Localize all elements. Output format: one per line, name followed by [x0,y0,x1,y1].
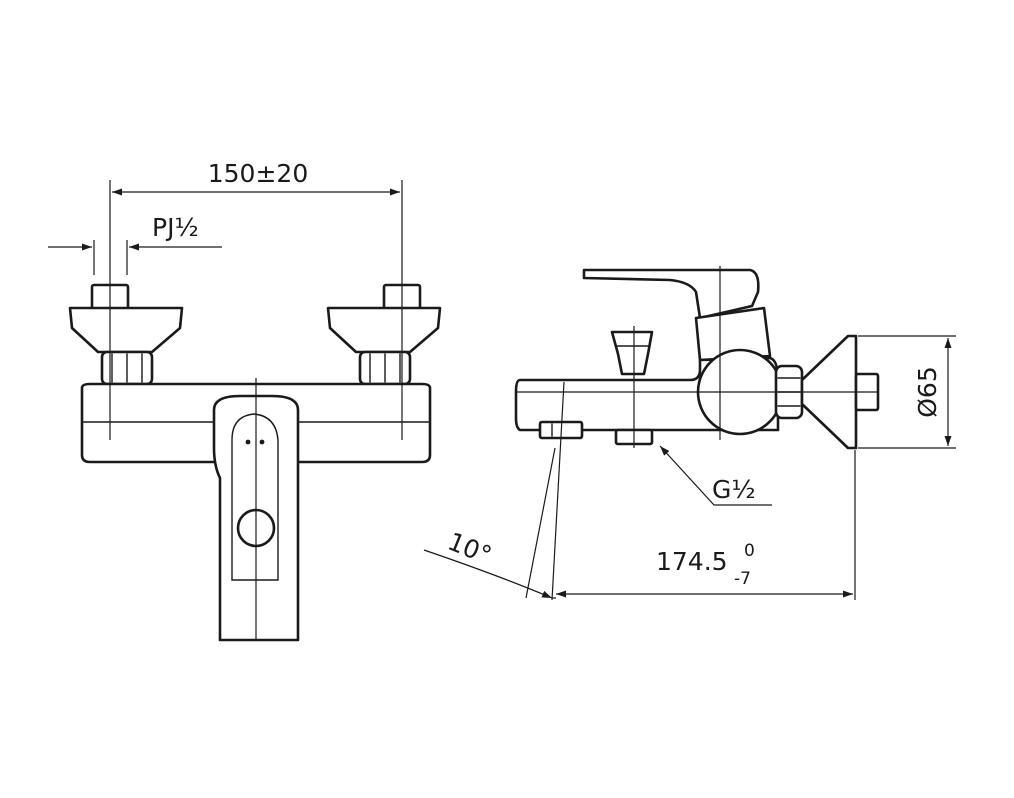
dimension-length-tol-lower: -7 [734,569,751,589]
left-inlet-connector [68,283,184,386]
dimension-angle-label: 10° [444,527,496,570]
dimension-outlet-thread-label: G½ [712,475,756,504]
diverter-knob [610,330,654,376]
dimension-spacing-label: 150±20 [208,159,308,188]
dimension-diameter-label: Ø65 [913,366,942,418]
dimension-length-label: 174.5 [656,547,728,576]
dimension-length-tol-upper: 0 [744,541,755,561]
front-view: 150±20 PJ½ [48,159,442,642]
side-handle [582,268,760,320]
dimension-thread-label: PJ½ [152,213,199,242]
side-view: Ø65 G½ 174.5 0 -7 10° [423,266,956,601]
right-inlet-connector [326,283,442,386]
